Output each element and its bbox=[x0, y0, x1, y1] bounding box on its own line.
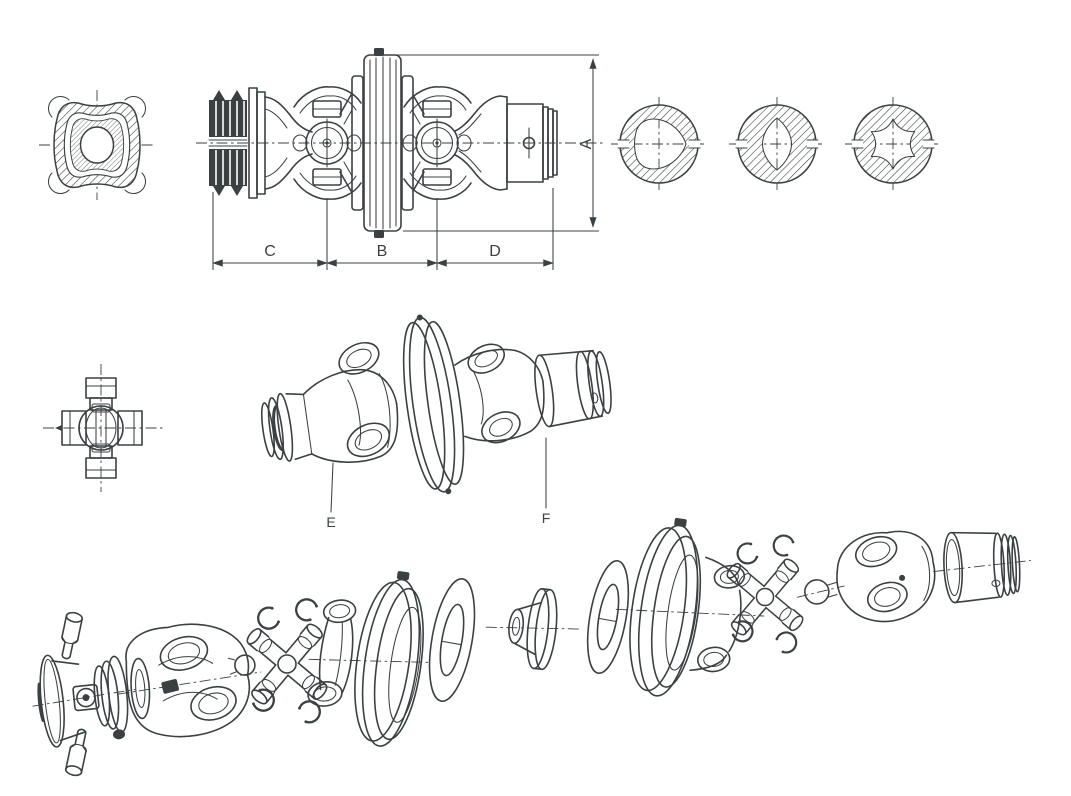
part-seal-ring-2 bbox=[586, 559, 630, 675]
dim-label-b: B bbox=[377, 243, 388, 260]
part-outer-yoke bbox=[118, 623, 262, 738]
part-cross-kit-2 bbox=[724, 531, 806, 657]
tube-bore bbox=[79, 126, 115, 164]
part-end-sleeve bbox=[933, 531, 1031, 604]
part-bell-housing-right bbox=[615, 517, 765, 697]
grease-fitting bbox=[55, 425, 62, 431]
centering-ball bbox=[804, 579, 830, 605]
part-seal-ring-1 bbox=[428, 578, 476, 702]
part-tube-end-section bbox=[208, 90, 248, 196]
part-end-yoke bbox=[32, 654, 136, 748]
view-side-dimensioned: A C B D bbox=[196, 48, 604, 270]
part-inner-yoke-ball bbox=[797, 530, 936, 623]
centering-ball bbox=[234, 654, 256, 676]
view-exploded bbox=[32, 517, 1031, 778]
bore-profile-lemon bbox=[729, 97, 825, 191]
part-roll-pin-top bbox=[56, 610, 84, 661]
bore-profile-star bbox=[845, 97, 941, 191]
part-cross-kit-1 bbox=[244, 594, 330, 727]
dim-label-d: D bbox=[489, 243, 501, 260]
view-tube-cross-section bbox=[39, 90, 155, 200]
part-right-yoke-sleeve bbox=[454, 95, 558, 191]
bore-profile-triangular bbox=[611, 97, 707, 191]
view-cross-journal bbox=[43, 364, 163, 492]
part-center-disc-housing bbox=[339, 48, 425, 238]
dimension-a: A bbox=[382, 54, 599, 232]
callout-label-f: F bbox=[542, 510, 551, 526]
part-left-yoke bbox=[248, 87, 313, 199]
dim-label-c: C bbox=[264, 243, 276, 260]
view-isometric-joint: E F bbox=[260, 314, 612, 530]
part-bell-housing-left bbox=[307, 571, 432, 747]
dim-label-a: A bbox=[578, 138, 595, 149]
callout-label-e: E bbox=[326, 514, 335, 530]
dimension-cbd: C B D bbox=[212, 188, 554, 270]
leader-e bbox=[330, 462, 334, 513]
part-centering-hub bbox=[485, 588, 581, 671]
